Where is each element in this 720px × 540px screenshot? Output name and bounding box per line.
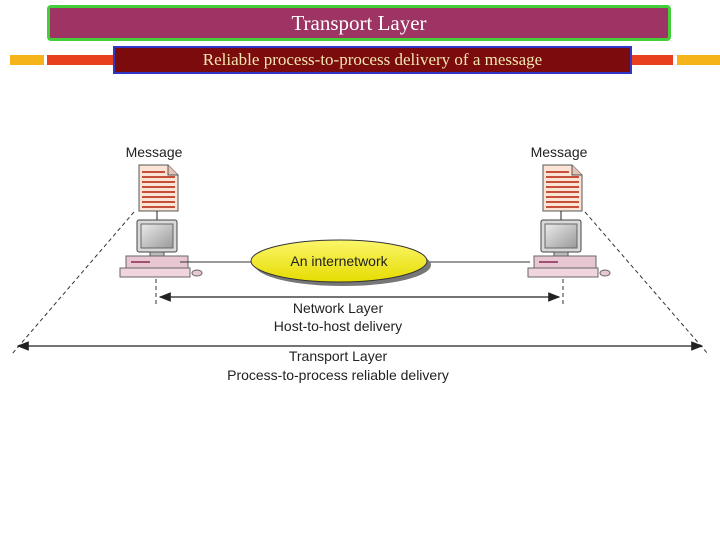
slide-title-text: Transport Layer — [291, 10, 427, 35]
document-icon — [138, 164, 179, 212]
right-accent-bar — [677, 55, 720, 65]
slide-subtitle-text: Reliable process-to-process delivery of … — [202, 50, 543, 69]
right-message-label: Message — [531, 144, 588, 160]
network-layer-sublabel: Host-to-host delivery — [274, 318, 402, 334]
left-message-label: Message — [126, 144, 183, 160]
transport-layer-label: Transport Layer — [289, 348, 388, 364]
internetwork-label: An internetwork — [290, 253, 388, 269]
left-accent-bar — [10, 55, 44, 65]
computer-icon — [527, 219, 611, 278]
network-layer-label: Network Layer — [293, 300, 384, 316]
slide-title: Transport Layer — [47, 5, 671, 41]
document-icon — [542, 164, 583, 212]
computer-icon — [119, 219, 203, 278]
slide-subtitle: Reliable process-to-process delivery of … — [113, 46, 632, 74]
transport-layer-sublabel: Process-to-process reliable delivery — [227, 367, 449, 383]
internetwork-cloud: An internetwork — [250, 239, 431, 286]
